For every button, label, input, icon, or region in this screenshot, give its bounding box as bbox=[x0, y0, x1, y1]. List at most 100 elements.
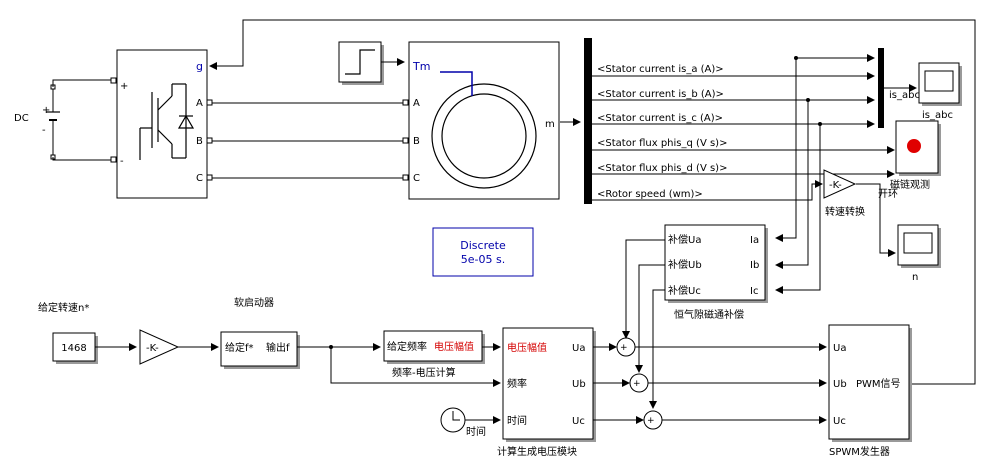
softstart-out-label: 输出f bbox=[266, 341, 290, 354]
flux-display-label: 磁链观测 bbox=[890, 178, 930, 191]
bus-signal-label: <Stator current is_c (A)> bbox=[597, 113, 723, 124]
input-gain-k: -K- bbox=[146, 343, 159, 354]
speed-input-title: 给定转速n* bbox=[38, 301, 89, 314]
scope-is-abc-label: is_abc bbox=[922, 110, 953, 121]
vf-block[interactable]: 给定频率 电压幅值 频率-电压计算 bbox=[383, 330, 485, 379]
compensation-block[interactable]: 补偿Ua 补偿Ub 补偿Uc Ia Ib Ic 恒气隙磁通补偿 bbox=[664, 224, 768, 321]
scope-screen-icon bbox=[903, 232, 933, 254]
sum-block-a[interactable]: + bbox=[616, 337, 636, 357]
clock-block[interactable]: 时间 bbox=[440, 407, 486, 438]
mux-bar[interactable] bbox=[878, 48, 884, 128]
speed-wire bbox=[592, 180, 823, 201]
inverter-plus-label: + bbox=[120, 81, 128, 92]
inverter-g-label: g bbox=[196, 60, 203, 73]
softstart-in-label: 给定f* bbox=[225, 341, 254, 354]
is-abc-wire-label: is_abc bbox=[889, 90, 920, 101]
speed-gain-label: 转速转换 bbox=[825, 205, 865, 218]
comp-uc-out-wire bbox=[649, 289, 665, 409]
bus-signal-label: <Rotor speed (wm)> bbox=[597, 189, 703, 200]
comp-ub-out-wire bbox=[635, 264, 665, 373]
bus-signal-label: <Stator current is_a (A)> bbox=[597, 64, 724, 75]
comp-ua-label: 补偿Ua bbox=[668, 233, 701, 246]
pwm-feedback-wire bbox=[209, 19, 976, 385]
ia-feedback-wire bbox=[775, 58, 797, 242]
comp-ic-label: Ic bbox=[750, 286, 758, 297]
sum-block-b[interactable]: + bbox=[629, 373, 649, 393]
comp-ua-out-wire bbox=[622, 239, 665, 339]
calc-in1-label: 电压幅值 bbox=[507, 341, 547, 354]
input-gain-block[interactable]: -K- bbox=[139, 329, 180, 365]
powergui-line1: Discrete bbox=[460, 239, 506, 252]
spwm-title: SPWM发生器 bbox=[829, 445, 890, 458]
dc-source[interactable]: DC + - bbox=[14, 84, 60, 160]
sum-plus-sign: + bbox=[620, 343, 628, 353]
inverter-block[interactable]: + - g A B C bbox=[110, 49, 213, 199]
calc-uc-label: Uc bbox=[572, 416, 585, 427]
vf-title: 频率-电压计算 bbox=[392, 366, 456, 379]
spwm-ua-label: Ua bbox=[833, 343, 846, 354]
spwm-out-label: PWM信号 bbox=[856, 378, 901, 390]
softstart-block[interactable]: 给定f* 输出f bbox=[220, 331, 300, 369]
induction-motor-block[interactable]: Tm A B C m bbox=[402, 41, 560, 200]
bus-selector-bar[interactable] bbox=[584, 38, 592, 204]
inverter-port-plus[interactable] bbox=[110, 77, 117, 84]
ib-feedback-wire bbox=[775, 100, 809, 269]
motor-c-label: C bbox=[413, 173, 420, 184]
scope-n[interactable]: n bbox=[897, 224, 941, 283]
bus-signal-list: <Stator current is_a (A)> <Stator curren… bbox=[597, 64, 727, 200]
spwm-block[interactable]: Ua Ub Uc PWM信号 SPWM发生器 bbox=[828, 324, 912, 458]
speed-constant-block[interactable]: 1468 bbox=[52, 332, 98, 364]
comp-ib-label: Ib bbox=[750, 260, 759, 271]
inverter-minus-label: - bbox=[120, 156, 124, 167]
spwm-ub-label: Ub bbox=[833, 379, 847, 390]
calc-in3-label: 时间 bbox=[507, 414, 527, 427]
motor-tm-label: Tm bbox=[412, 60, 430, 73]
igbt-symbol-icon bbox=[139, 83, 195, 160]
comp-title: 恒气隙磁通补偿 bbox=[674, 308, 744, 321]
inverter-c-label: C bbox=[196, 173, 203, 184]
inverter-b-label: B bbox=[196, 136, 203, 147]
calc-ua-label: Ua bbox=[572, 343, 585, 354]
spwm-uc-label: Uc bbox=[833, 416, 846, 427]
vf-out-label: 电压幅值 bbox=[434, 340, 474, 353]
comp-uc-label: 补偿Uc bbox=[668, 284, 701, 297]
voltage-calc-block[interactable]: 电压幅值 频率 时间 Ua Ub Uc 计算生成电压模块 bbox=[497, 327, 596, 458]
indicator-lamp-icon bbox=[907, 139, 921, 153]
inverter-port-minus[interactable] bbox=[110, 156, 117, 163]
powergui-line2: 5e-05 s. bbox=[461, 253, 505, 266]
bus-signal-label: <Stator flux phis_q (V s)> bbox=[597, 138, 727, 149]
sum-plus-sign: + bbox=[647, 416, 655, 426]
speed-constant-value: 1468 bbox=[61, 343, 86, 354]
step-block[interactable] bbox=[338, 41, 384, 85]
inverter-a-label: A bbox=[196, 98, 203, 109]
dc-minus-sign: - bbox=[42, 125, 46, 136]
speed-to-scope-wire bbox=[856, 183, 896, 257]
sum-block-c[interactable]: + bbox=[643, 410, 663, 430]
clock-label: 时间 bbox=[466, 425, 486, 438]
motor-a-label: A bbox=[413, 98, 420, 109]
calc-in2-label: 频率 bbox=[507, 377, 527, 390]
calc-ub-label: Ub bbox=[572, 379, 586, 390]
motor-symbol-icon bbox=[431, 71, 537, 189]
bus-signal-label: <Stator current is_b (A)> bbox=[597, 89, 724, 100]
flux-display-block[interactable]: 磁链观测 bbox=[890, 120, 941, 191]
motor-m-label: m bbox=[545, 119, 555, 130]
softstart-title: 软启动器 bbox=[234, 296, 274, 309]
powergui-block[interactable]: Discrete 5e-05 s. bbox=[432, 227, 534, 277]
speed-gain-block[interactable]: -K- 转速转换 bbox=[823, 169, 865, 218]
vf-in-label: 给定频率 bbox=[387, 340, 427, 353]
dc-label: DC bbox=[14, 113, 29, 124]
dc-minus-wire bbox=[52, 157, 114, 161]
step-icon bbox=[345, 49, 375, 75]
comp-ub-label: 补偿Ub bbox=[668, 258, 702, 271]
scope-is-abc[interactable]: is_abc bbox=[918, 62, 962, 121]
dc-plus-wire bbox=[52, 79, 114, 87]
ic-feedback-wire bbox=[775, 124, 821, 294]
scope-screen-icon bbox=[924, 70, 954, 92]
motor-b-label: B bbox=[413, 136, 420, 147]
comp-ia-label: Ia bbox=[750, 235, 759, 246]
bus-signal-label: <Stator flux phis_d (V s)> bbox=[597, 163, 727, 174]
speed-gain-k: -K- bbox=[829, 180, 842, 191]
sum-plus-sign: + bbox=[633, 379, 641, 389]
